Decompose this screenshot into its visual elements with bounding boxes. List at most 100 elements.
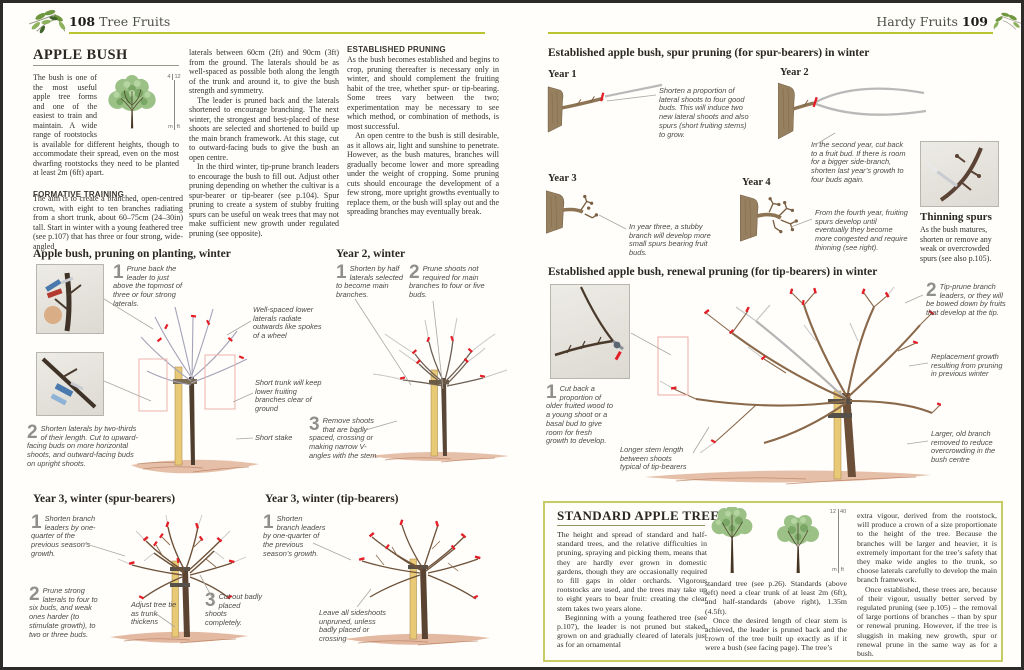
standard-mid-paragraph-2: Once the desired length of clear stem is… [705, 615, 847, 653]
scale-bar: 12 40 m ft [829, 509, 847, 573]
step-text: Shorten laterals by two-thirds of their … [27, 424, 138, 468]
standard-title-rule [557, 525, 705, 526]
step-number: 2 [926, 280, 937, 301]
column3-paragraph-2: An open centre to the bush is still desi… [347, 131, 499, 216]
left-header-rule [69, 32, 485, 34]
established-pruning-subhead: ESTABLISHED PRUNING [347, 45, 446, 54]
callout-sideshoots: Leave all sideshoots unpruned, unless ba… [319, 608, 386, 644]
renewal-bush-illustration [636, 281, 941, 493]
left-page-number: 108 [69, 14, 96, 29]
scale-metric-value: 12 [829, 509, 836, 515]
column2-paragraph-2: The leader is pruned back and the latera… [189, 95, 339, 162]
standard-column-1: The height and spread of standard and ha… [557, 530, 707, 650]
year4-caption: From the fourth year, fruiting spurs dev… [815, 208, 908, 252]
year3-spur-step-2: 2 Prune strong laterals to four to six b… [29, 584, 99, 639]
year3-spur-tree-illustration [98, 503, 258, 657]
step-number: 2 [409, 262, 420, 283]
year3-spur-title: Year 3, winter (spur-bearers) [33, 493, 176, 505]
scale-metric-unit: m [832, 567, 837, 573]
planting-tree-illustration [113, 259, 273, 487]
year3-spur-step-3: 3 Cut out badly placed shoots completely… [205, 590, 263, 628]
year2-step-1: 1 Shorten by half laterals selected to b… [336, 262, 406, 300]
thinning-spurs-photo [920, 141, 999, 207]
renewal-step-2: 2 Tip-prune branch leaders, or they will… [926, 280, 1006, 318]
apple-bush-title: APPLE BUSH [33, 47, 128, 63]
standard-tree-illustration [703, 507, 761, 575]
renewal-step-1: 1 Cut back a proportion of older fruited… [546, 382, 616, 446]
formative-training-text: The aim is to create a branched, open-ce… [33, 194, 183, 251]
step-number: 1 [263, 512, 274, 533]
right-page-number: 109 [961, 14, 988, 29]
scale-metric-value: 4 [167, 74, 171, 80]
standard-col3-paragraph-2: Once established, these trees are, becau… [857, 584, 997, 659]
thinning-spurs-text: As the bush matures, shorten or remove a… [920, 225, 992, 263]
left-running-head: 108 Tree Fruits [69, 14, 170, 29]
callout-replacement-growth: Replacement growth resulting from prunin… [931, 352, 1003, 379]
step-text: Cut back a proportion of older fruited w… [546, 384, 613, 446]
year2-caption: In the second year, cut back to a fruit … [811, 140, 906, 184]
year3-label: Year 3 [548, 173, 577, 184]
year3-tip-step-1: 1 Shorten branch leaders by one-quarter … [263, 512, 327, 559]
step-text: Remove shoots that are badly spaced, cro… [309, 416, 379, 460]
standard-mid-paragraph-1: standard tree (see p.26). Standards (abo… [705, 579, 847, 616]
scale-imperial-value: 12 [174, 74, 181, 80]
scale-imperial-unit: ft [840, 567, 844, 573]
apple-bush-column-2: laterals between 60cm (2ft) and 90cm (3f… [189, 48, 339, 238]
step-number: 2 [29, 584, 40, 605]
year1-caption: Shorten a proportion of lateral shoots t… [659, 86, 749, 139]
year3-spur-step-1: 1 Shorten branch leaders by one-quarter … [31, 512, 99, 559]
step-text: Prune strong laterals to four to six bud… [29, 586, 98, 639]
step-number: 1 [546, 382, 557, 403]
scale-imperial-value: 40 [840, 509, 847, 515]
step-text: Cut out badly placed shoots completely. [205, 592, 263, 628]
scale-imperial-unit: ft [176, 124, 180, 130]
intro-paragraph: The bush is one of the most useful apple… [33, 73, 179, 177]
scale-metric-unit: m [168, 124, 173, 130]
standard-col1-paragraph-2: Beginning with a young feathered tree (s… [557, 612, 707, 650]
leaf-branch-icon [991, 7, 1021, 37]
year1-branch-illustration [546, 81, 666, 137]
renewal-cut-photo [550, 284, 630, 379]
year4-label: Year 4 [742, 177, 771, 188]
standard-apple-trees-title: STANDARD APPLE TREES [557, 508, 728, 523]
year2-diagram-title: Year 2, winter [336, 248, 406, 260]
standard-col1-paragraph-1: The height and spread of standard and ha… [557, 530, 707, 613]
step-text: Prune shoots not required for main branc… [409, 264, 485, 300]
step-number: 3 [309, 414, 320, 435]
year2-branch-illustration [778, 79, 928, 159]
formative-training-subhead: FORMATIVE TRAINING [33, 190, 125, 199]
spur-pruning-title: Established apple bush, spur pruning (fo… [548, 47, 870, 59]
standard-middle-column: standard tree (see p.26). Standards (abo… [705, 579, 847, 653]
step-number: 1 [31, 512, 42, 533]
standard-col3-paragraph-1: extra vigour, derived from the rootstock… [857, 511, 997, 585]
right-section-name: Hardy Fruits [876, 14, 958, 29]
callout-short-trunk: Short trunk will keep lower fruiting bra… [255, 378, 322, 414]
leaf-branch-icon [27, 7, 69, 37]
thinning-spurs-title: Thinning spurs [920, 211, 992, 223]
step-number: 1 [336, 262, 347, 283]
pruning-leader-photo [36, 264, 104, 334]
year2-label: Year 2 [780, 67, 809, 78]
year3-branch-illustration [546, 186, 610, 240]
step-number: 3 [205, 590, 216, 611]
standard-column-3: extra vigour, derived from the rootstock… [857, 511, 997, 658]
half-standard-tree-illustration [771, 513, 825, 575]
step-text: Shorten branch leaders by one-quarter of… [31, 514, 96, 558]
apple-bush-title-rule [33, 65, 179, 66]
planting-diagram-title: Apple bush, pruning on planting, winter [33, 248, 231, 260]
year4-branch-illustration [740, 191, 810, 249]
renewal-pruning-title: Established apple bush, renewal pruning … [548, 266, 878, 278]
planting-step-2: 2 Shorten laterals by two-thirds of thei… [27, 422, 139, 469]
standard-apple-trees-box [543, 501, 1003, 662]
step-number: 2 [27, 422, 38, 443]
pruning-lateral-photo [36, 352, 104, 416]
column2-paragraph-1: laterals between 60cm (2ft) and 90cm (3f… [189, 48, 339, 95]
callout-larger-branch: Larger, old branch removed to reduce ove… [931, 429, 996, 465]
callout-short-stake: Short stake [255, 433, 293, 442]
year3-tip-title: Year 3, winter (tip-bearers) [265, 493, 399, 505]
scale-bar: 4 12 m ft [165, 74, 183, 130]
apple-bush-illustration [101, 74, 163, 131]
year2-step-2: 2 Prune shoots not required for main bra… [409, 262, 493, 300]
callout-tree-tie: Adjust tree tie as trunk thickens [131, 600, 177, 627]
